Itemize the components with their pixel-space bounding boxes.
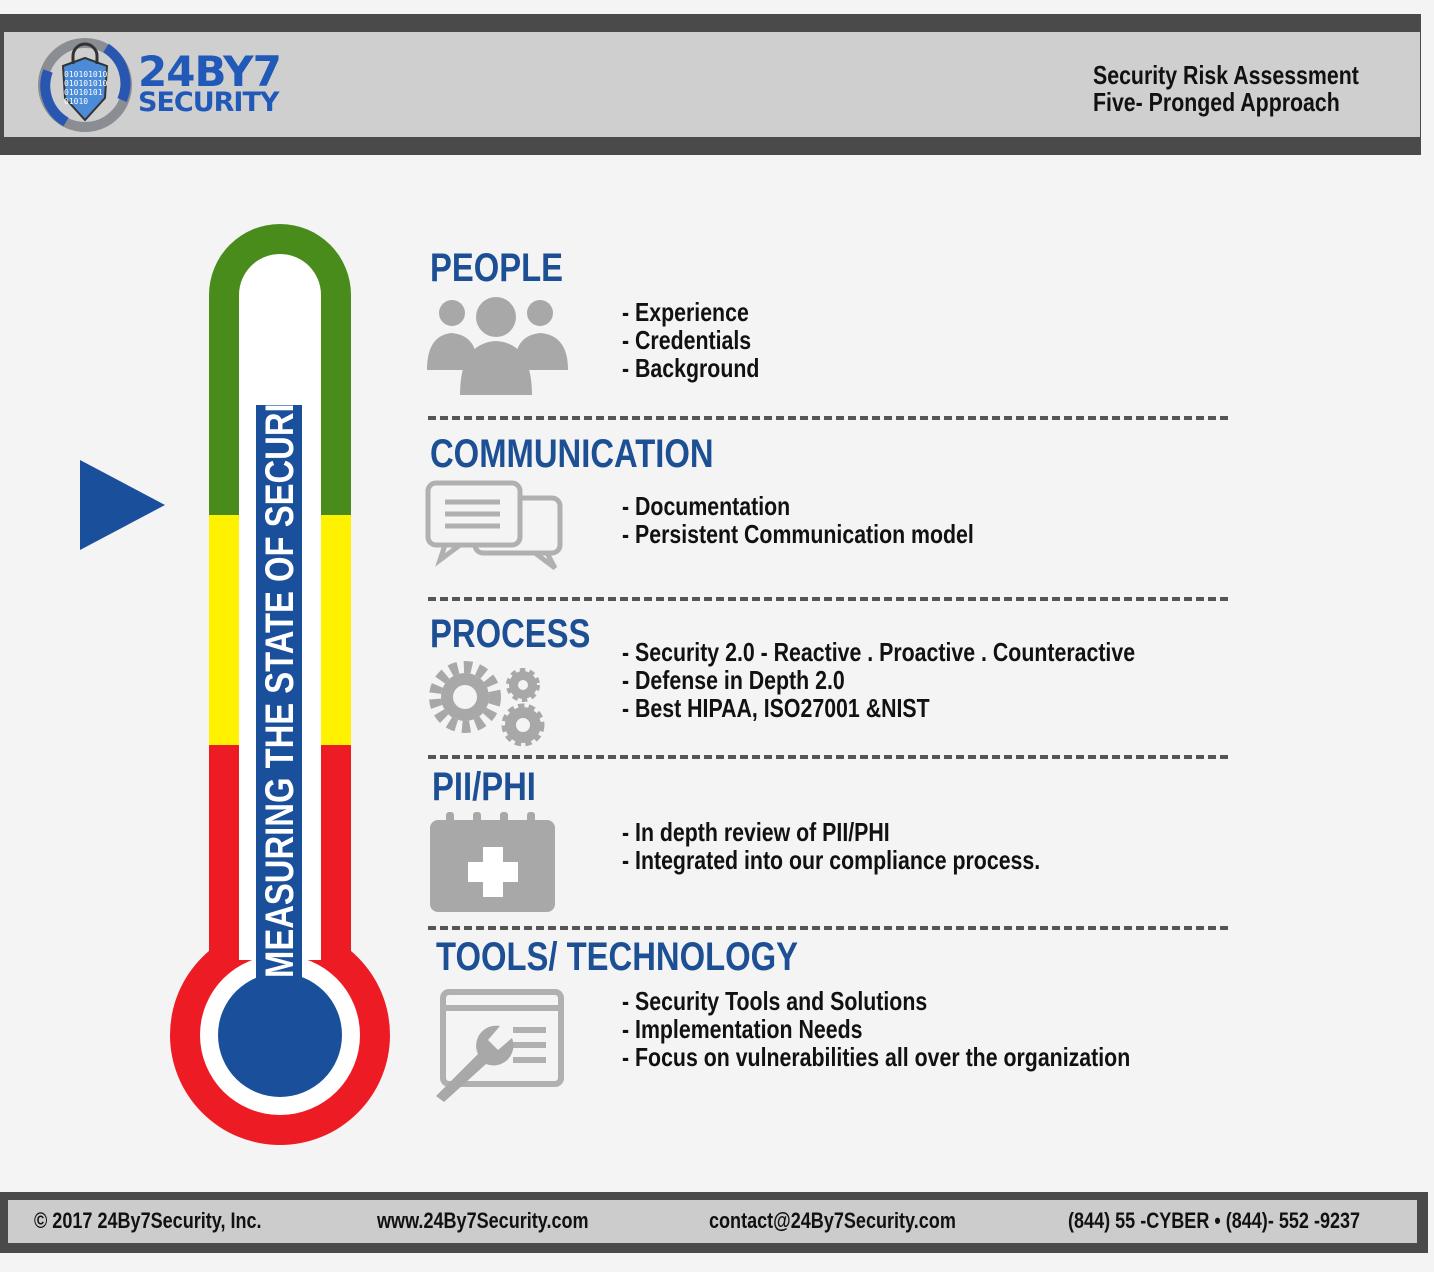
thermometer-label: MEASURING THE STATE OF SECURITY xyxy=(258,361,302,978)
list-item: - Background xyxy=(622,353,760,383)
footer-email-link[interactable]: contact@24By7Security.com xyxy=(709,1208,956,1233)
section-title-pii-phi: PII/PHI xyxy=(432,765,536,809)
binary-line: 01010101 xyxy=(64,88,103,97)
divider xyxy=(428,755,1228,759)
header-panel xyxy=(4,32,1420,137)
binary-line: 010101010 xyxy=(64,79,108,88)
footer-website-link[interactable]: www.24By7Security.com xyxy=(377,1208,589,1233)
list-item: - Focus on vulnerabilities all over the … xyxy=(622,1042,1131,1072)
divider xyxy=(428,597,1228,601)
process-list: - Security 2.0 - Reactive . Proactive . … xyxy=(622,638,1248,722)
list-item: - In depth review of PII/PHI xyxy=(622,817,890,847)
list-item: - Defense in Depth 2.0 xyxy=(622,665,845,695)
tools-list: - Security Tools and Solutions - Impleme… xyxy=(622,987,1242,1071)
binary-line: 010101010 xyxy=(64,70,108,79)
communication-list: - Documentation - Persistent Communicati… xyxy=(622,492,1051,548)
people-list: - Experience - Credentials - Background xyxy=(622,298,790,382)
section-title-people: PEOPLE xyxy=(430,246,564,290)
list-item: - Security Tools and Solutions xyxy=(622,986,928,1016)
list-item: - Experience xyxy=(622,297,749,327)
wrench-document-icon xyxy=(436,989,564,1102)
chat-bubbles-icon xyxy=(425,480,563,570)
list-item: - Credentials xyxy=(622,325,752,355)
medical-kit-icon xyxy=(430,812,555,912)
logo-text-top: 24BY7 xyxy=(138,47,282,96)
section-title-communication: COMMUNICATION xyxy=(430,432,714,476)
footer-phone: (844) 55 -CYBER • (844)- 552 -9237 xyxy=(1068,1208,1361,1233)
gears-icon xyxy=(429,661,545,747)
header-title-line1: Security Risk Assessment xyxy=(1093,60,1359,90)
logo-binary: 010101010 010101010 01010101 01010 xyxy=(64,70,107,106)
section-title-process: PROCESS xyxy=(430,612,591,656)
binary-line: 01010 xyxy=(64,97,89,106)
list-item: - Implementation Needs xyxy=(622,1014,863,1044)
list-item: - Documentation xyxy=(622,491,791,521)
footer-copyright: © 2017 24By7Security, Inc. xyxy=(34,1208,262,1233)
divider xyxy=(428,416,1228,420)
section-title-tools-technology: TOOLS/ TECHNOLOGY xyxy=(436,935,799,979)
footer-panel xyxy=(8,1200,1417,1243)
logo-shield-icon xyxy=(38,38,132,132)
people-icon xyxy=(427,297,568,395)
header-title-line2: Five- Pronged Approach xyxy=(1093,87,1340,117)
list-item: - Security 2.0 - Reactive . Proactive . … xyxy=(622,637,1136,667)
thermometer xyxy=(80,224,390,1145)
divider xyxy=(428,926,1228,930)
pointer-triangle-icon xyxy=(80,460,165,550)
list-item: - Integrated into our compliance process… xyxy=(622,845,1041,875)
list-item: - Persistent Communication model xyxy=(622,519,974,549)
pii-phi-list: - In depth review of PII/PHI - Integrate… xyxy=(622,818,1132,874)
list-item: - Best HIPAA, ISO27001 &NIST xyxy=(622,693,930,723)
logo-text-bottom: SECURITY xyxy=(138,87,279,118)
